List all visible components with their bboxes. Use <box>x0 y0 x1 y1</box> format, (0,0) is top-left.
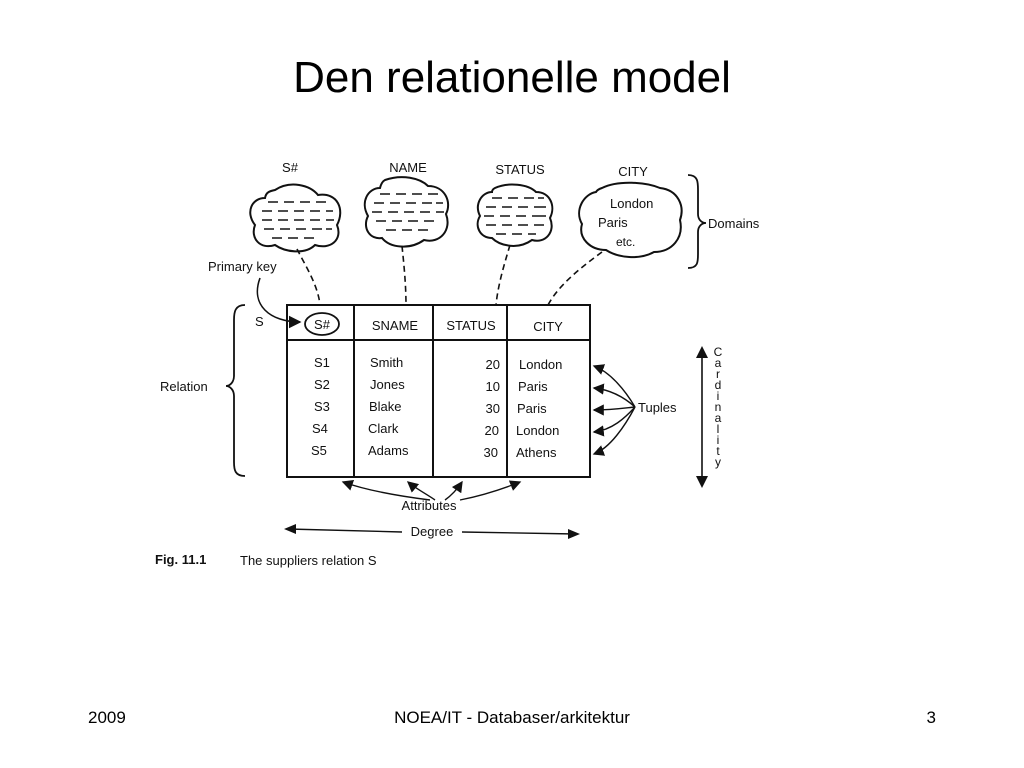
table-cell: S4 <box>312 421 328 436</box>
domain-link-city <box>547 251 603 306</box>
domain-label-name: NAME <box>389 160 427 175</box>
primary-key-circle <box>304 312 340 336</box>
domain-city-value-2: Paris <box>598 215 628 230</box>
table-cell: Clark <box>368 421 399 436</box>
primary-key-label: Primary key <box>208 259 277 274</box>
domain-link-status <box>495 244 511 306</box>
domain-blob-s-number <box>249 183 342 253</box>
table-header-cell: SNAME <box>372 318 419 333</box>
table-cell: 30 <box>484 445 498 460</box>
table-header-cell: S# <box>314 317 331 332</box>
footer-page-number: 3 <box>926 708 936 727</box>
domain-blob-name <box>363 176 450 248</box>
table-row: S3 Blake 30 Paris <box>314 399 547 416</box>
table-header-cell: CITY <box>533 319 563 334</box>
domain-label-s-number: S# <box>282 160 299 175</box>
attributes-label: Attributes <box>402 498 457 513</box>
domain-city-value-3: etc. <box>616 235 635 249</box>
figure-caption-number: Fig. 11.1 <box>155 552 206 567</box>
figure-caption-text: The suppliers relation S <box>240 553 377 568</box>
table-cell: S2 <box>314 377 330 392</box>
tuples-arrows <box>592 364 636 456</box>
domain-name: NAME <box>363 160 450 306</box>
relation-name-label: S <box>255 314 264 329</box>
domain-link-name <box>401 245 407 306</box>
table-cell: Paris <box>518 379 548 394</box>
table-cell: London <box>516 423 559 438</box>
domain-blob-name-hatching <box>372 193 444 231</box>
table-row: S4 Clark 20 London <box>312 421 559 438</box>
table-row: S1 Smith 20 London <box>314 355 562 372</box>
table-header-cell: STATUS <box>446 318 496 333</box>
table-row: S5 Adams 30 Athens <box>311 443 557 460</box>
table-cell: London <box>519 357 562 372</box>
table-cell: Jones <box>370 377 405 392</box>
table-cell: Smith <box>370 355 403 370</box>
domains-label: Domains <box>708 216 760 231</box>
table-cell: Adams <box>368 443 409 458</box>
table-cell: S3 <box>314 399 330 414</box>
table-border <box>286 304 591 478</box>
degree-label: Degree <box>411 524 454 539</box>
table-cell: 20 <box>486 357 500 372</box>
domain-city-value-1: London <box>610 196 653 211</box>
domain-city: CITY London Paris etc. <box>547 164 683 306</box>
table-row: S2 Jones 10 Paris <box>314 377 548 394</box>
relation-label: Relation <box>160 379 208 394</box>
domain-blob-city <box>578 181 683 258</box>
table-cell: 30 <box>486 401 500 416</box>
footer-course: NOEA/IT - Databaser/arkitektur <box>394 708 630 727</box>
domain-label-city: CITY <box>618 164 648 179</box>
domain-s-number: S# <box>249 160 342 306</box>
table-cell: Blake <box>369 399 402 414</box>
domain-link-s-number <box>296 248 321 306</box>
domains-brace <box>687 174 707 269</box>
primary-key-arrow <box>256 277 302 329</box>
relation-brace <box>225 304 246 477</box>
table-cell: S1 <box>314 355 330 370</box>
table-cell: Paris <box>517 401 547 416</box>
domain-status: STATUS <box>476 162 554 306</box>
degree-arrow-head-left <box>284 524 296 534</box>
domain-blob-status-hatching <box>484 197 546 235</box>
footer-year: 2009 <box>88 708 126 727</box>
relation-table: S# SNAME STATUS CITY S1 Smith 20 London … <box>286 304 591 478</box>
degree-arrow-right <box>461 531 577 535</box>
table-cell: S5 <box>311 443 327 458</box>
tuples-label: Tuples <box>638 400 677 415</box>
degree-arrow-head-right <box>568 529 580 539</box>
slide-title: Den relationelle model <box>293 53 731 102</box>
cardinality-arrow-head-up <box>696 346 708 358</box>
table-cell: 10 <box>486 379 500 394</box>
domain-blob-s-number-hatching <box>262 201 334 239</box>
attributes-arrows <box>341 479 522 501</box>
degree-arrow-left <box>287 528 403 533</box>
domain-label-status: STATUS <box>495 162 545 177</box>
table-cell: Athens <box>516 445 557 460</box>
relation-figure: S# NAME STATUS <box>155 160 760 568</box>
table-cell: 20 <box>485 423 499 438</box>
cardinality-arrow-head-down <box>696 476 708 488</box>
